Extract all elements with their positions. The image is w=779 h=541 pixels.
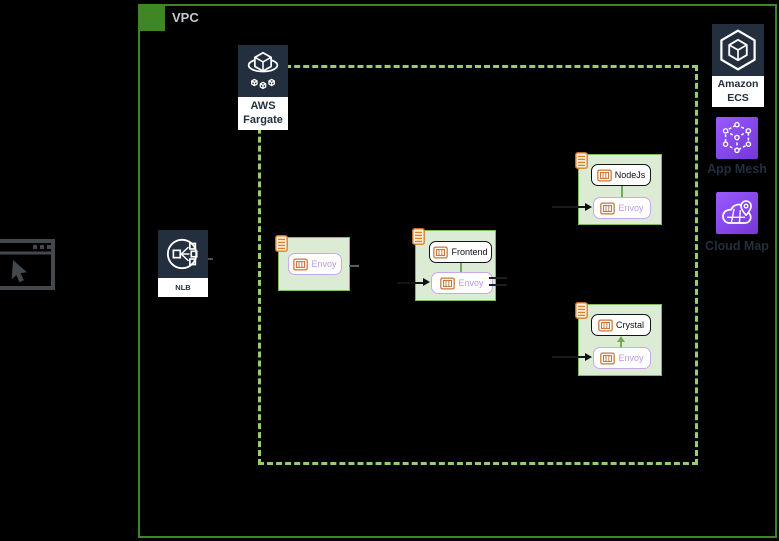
envoy-pill-label: Envoy <box>458 278 484 288</box>
fargate-label-line1: AWS <box>250 99 276 112</box>
ecs-task-icon <box>575 152 588 169</box>
amazon-ecs-icon <box>712 24 764 76</box>
app-mesh-glyph <box>722 121 752 154</box>
ecs-task-icon <box>412 228 425 245</box>
cloud-map-icon <box>716 192 758 234</box>
container-icon <box>293 257 309 271</box>
aws-fargate-icon <box>238 45 288 97</box>
connector-into-nodejs <box>552 206 585 208</box>
connector-into-frontend-arrow <box>423 278 430 286</box>
container-icon <box>596 168 612 182</box>
service-box-crystal: Crystal Envoy <box>575 302 662 376</box>
nodejs-pill-label: NodeJs <box>614 170 646 180</box>
fargate-label: AWS Fargate <box>238 97 288 130</box>
service-box-nodejs: NodeJs Envoy <box>575 152 662 225</box>
nodejs-pill: NodeJs <box>591 164 651 186</box>
connector-nlb-stub <box>208 258 213 260</box>
connector-crystal-envoy <box>620 341 622 347</box>
amazon-ecs-label-line1: Amazon <box>717 78 759 91</box>
container-icon <box>600 351 616 365</box>
container-icon <box>598 318 613 332</box>
vpc-container <box>138 4 777 538</box>
vpc-label: VPC <box>172 10 199 25</box>
envoy-pill: Envoy <box>593 347 651 369</box>
envoy-pill-label: Envoy <box>618 203 644 213</box>
envoy-pill: Envoy <box>431 272 493 294</box>
connector-into-frontend <box>397 282 423 284</box>
connector-frontend-envoy <box>460 263 462 272</box>
app-mesh-label: App Mesh <box>707 162 767 176</box>
fargate-glyph <box>247 51 279 90</box>
network-load-balancer-glyph <box>166 238 198 270</box>
fargate-label-line2: Fargate <box>243 113 283 126</box>
service-box-envoy: Envoy <box>275 235 350 291</box>
crystal-pill-label: Crystal <box>615 320 644 330</box>
connector-into-crystal <box>552 356 585 358</box>
connector-nodejs-envoy <box>621 186 623 197</box>
browser-window-icon <box>0 236 56 299</box>
vpc-corner-badge <box>138 4 165 31</box>
connector-envoy-out-stub <box>349 265 359 267</box>
connector-into-nodejs-arrow <box>585 203 592 211</box>
envoy-pill: Envoy <box>593 197 651 219</box>
envoy-pill-label: Envoy <box>618 353 644 363</box>
container-icon <box>440 276 456 290</box>
amazon-ecs-label-line2: ECS <box>727 91 749 104</box>
container-icon <box>600 201 616 215</box>
app-mesh-icon <box>716 117 758 159</box>
envoy-pill: Envoy <box>288 253 342 275</box>
ecs-task-icon <box>275 235 288 252</box>
ecs-task-icon <box>575 302 588 319</box>
connector-crystal-envoy-arrow <box>617 336 625 342</box>
cloud-map-glyph <box>722 200 752 224</box>
connector-into-crystal-arrow <box>585 353 592 361</box>
frontend-pill: Frontend <box>429 241 492 263</box>
service-box-frontend: Frontend Envoy <box>412 228 496 301</box>
connector-frontend-out-bottom <box>489 284 507 286</box>
crystal-pill: Crystal <box>591 314 651 336</box>
cloud-map-label: Cloud Map <box>705 239 769 253</box>
container-icon <box>433 245 449 259</box>
ecs-glyph <box>720 29 756 71</box>
frontend-pill-label: Frontend <box>451 247 488 257</box>
amazon-ecs-label: Amazon ECS <box>712 76 764 107</box>
envoy-pill-label: Envoy <box>311 259 337 269</box>
fargate-boundary <box>258 65 698 465</box>
nlb-icon <box>158 230 208 278</box>
nlb-label: NLB <box>158 278 208 297</box>
connector-frontend-out-top <box>489 277 507 279</box>
